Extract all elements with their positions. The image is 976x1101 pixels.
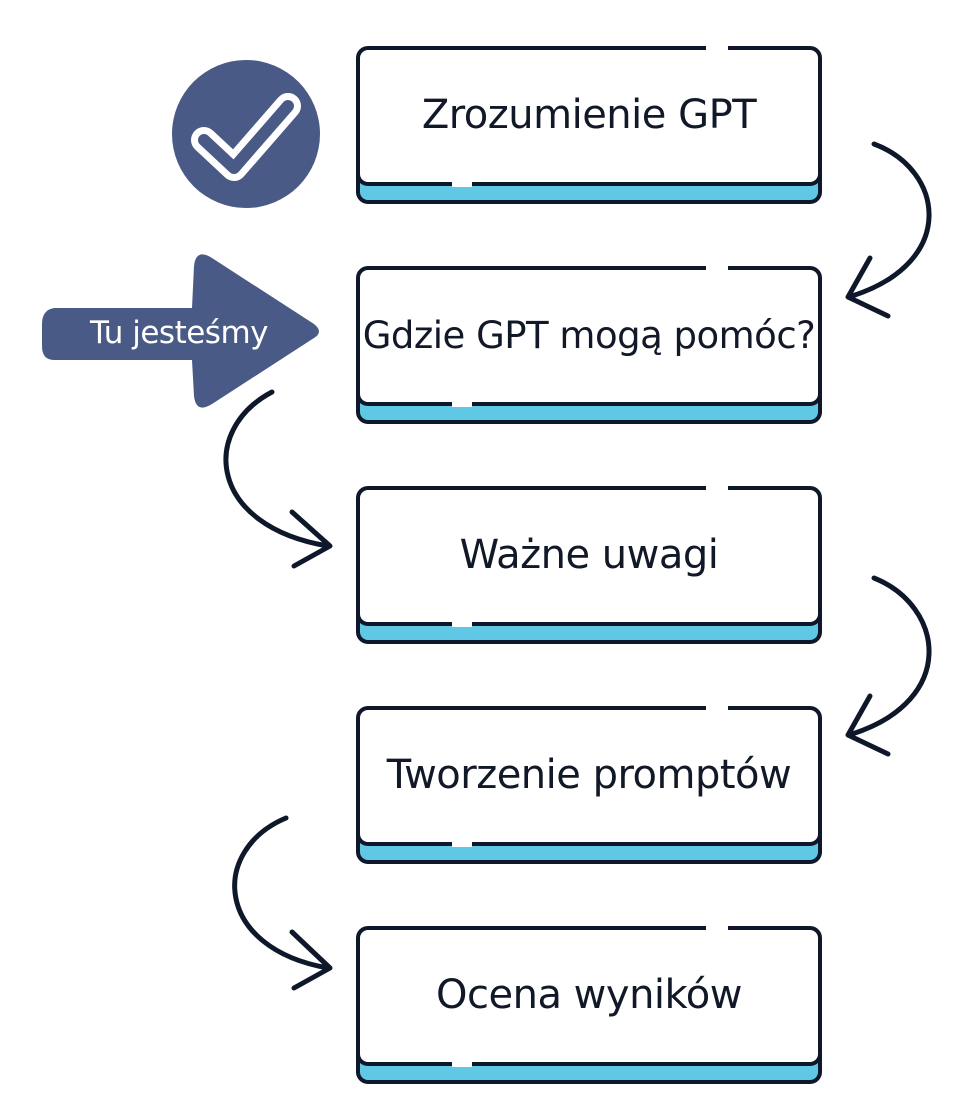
step-label: Gdzie GPT mogą pomóc?	[362, 313, 816, 357]
step-box-evaluating-results: Ocena wyników	[356, 926, 822, 1084]
arrow-4-to-5-head	[289, 929, 333, 991]
current-step-label: Tu jesteśmy	[90, 315, 269, 351]
arrow-4-to-5	[232, 815, 331, 971]
step-label: Ocena wyników	[436, 972, 742, 1018]
pointer-arrow-shape	[42, 254, 319, 408]
completed-check-badge	[170, 58, 322, 210]
arrow-3-to-4-head	[845, 693, 891, 757]
arrow-1-to-2	[849, 141, 932, 299]
arrow-3-to-4	[849, 575, 932, 737]
step-label: Tworzenie promptów	[386, 752, 792, 798]
step-label: Zrozumienie GPT	[421, 92, 757, 138]
step-box-where-gpt-helps: Gdzie GPT mogą pomóc?	[356, 266, 822, 424]
step-box-frame	[356, 46, 822, 204]
step-box-frame	[356, 266, 822, 424]
step-box-frame	[356, 926, 822, 1084]
step-box-frame	[356, 706, 822, 864]
arrow-1-to-2-head	[845, 255, 891, 319]
check-icon	[172, 60, 320, 208]
step-box-important-notes: Ważne uwagi	[356, 486, 822, 644]
arrow-2-to-3	[223, 389, 331, 549]
step-box-frame	[356, 486, 822, 644]
current-step-pointer: Tu jesteśmy	[36, 252, 326, 414]
step-box-understanding-gpt: Zrozumienie GPT	[356, 46, 822, 204]
step-label: Ważne uwagi	[459, 532, 719, 578]
arrow-2-to-3-head	[289, 509, 333, 569]
step-box-creating-prompts: Tworzenie promptów	[356, 706, 822, 864]
